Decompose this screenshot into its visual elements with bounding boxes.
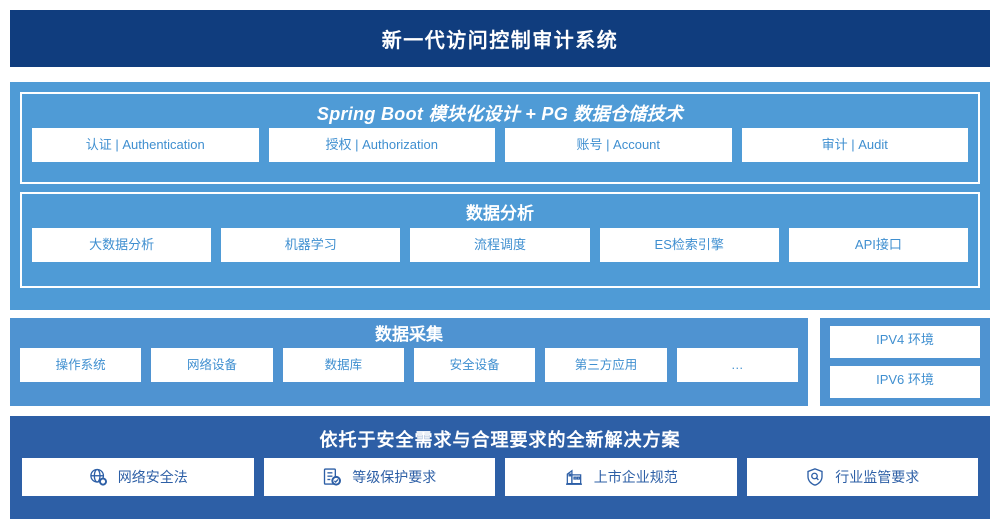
chip-api-interface[interactable]: API接口 [788, 228, 969, 262]
data-collection-chip-row: 操作系统 网络设备 数据库 安全设备 第三方应用 … [20, 348, 798, 382]
data-analysis-chip-row: 大数据分析 机器学习 流程调度 ES检索引擎 API接口 [32, 228, 969, 262]
springboot-chip-row: 认证 | Authentication 授权 | Authorization 账… [32, 128, 968, 162]
chip-database[interactable]: 数据库 [282, 348, 404, 382]
page-title: 新一代访问控制审计系统 [381, 30, 619, 52]
chip-cybersecurity-law[interactable]: 网络安全法 [22, 458, 254, 496]
chip-es-search-engine[interactable]: ES检索引擎 [599, 228, 779, 262]
chip-listed-company-standard[interactable]: 上市企业规范 [505, 458, 737, 496]
chip-ipv6-environment[interactable]: IPV6 环境 [830, 366, 980, 398]
solution-title: 依托于安全需求与合理要求的全新解决方案 [319, 430, 681, 450]
ip-environment-panel: IPV4 环境 IPV6 环境 [820, 318, 990, 406]
data-collection-title: 数据采集 [375, 325, 443, 344]
chip-label: 上市企业规范 [593, 469, 678, 485]
chip-third-party-app[interactable]: 第三方应用 [545, 348, 667, 382]
chip-operating-system[interactable]: 操作系统 [20, 348, 142, 382]
shield-search-icon [805, 467, 825, 487]
solution-chip-row: 网络安全法 等级保护要求 [22, 458, 978, 496]
data-collection-panel: 数据采集 操作系统 网络设备 数据库 安全设备 第三方应用 … [10, 318, 808, 406]
globe-shield-icon [88, 467, 108, 487]
platform-panel: Spring Boot 模块化设计 + PG 数据仓储技术 认证 | Authe… [10, 82, 990, 310]
chip-label: 行业监管要求 [835, 469, 920, 485]
chip-audit[interactable]: 审计 | Audit [741, 128, 968, 162]
chip-machine-learning[interactable]: 机器学习 [221, 228, 401, 262]
chip-industry-regulation[interactable]: 行业监管要求 [746, 458, 978, 496]
building-icon [564, 467, 584, 487]
chip-classified-protection[interactable]: 等级保护要求 [263, 458, 495, 496]
header-bar: 新一代访问控制审计系统 [10, 10, 990, 67]
data-analysis-group: 数据分析 大数据分析 机器学习 流程调度 ES检索引擎 API接口 [20, 192, 980, 288]
chip-network-device[interactable]: 网络设备 [151, 348, 273, 382]
chip-label: 等级保护要求 [352, 469, 437, 485]
data-analysis-group-title: 数据分析 [466, 204, 534, 223]
chip-authentication[interactable]: 认证 | Authentication [32, 128, 259, 162]
chip-authorization[interactable]: 授权 | Authorization [268, 128, 495, 162]
springboot-group: Spring Boot 模块化设计 + PG 数据仓储技术 认证 | Authe… [20, 92, 980, 184]
chip-account[interactable]: 账号 | Account [505, 128, 732, 162]
chip-label: 网络安全法 [117, 469, 188, 485]
solution-panel: 依托于安全需求与合理要求的全新解决方案 网络安全法 [10, 416, 990, 519]
chip-ipv4-environment[interactable]: IPV4 环境 [830, 326, 980, 358]
chip-big-data-analysis[interactable]: 大数据分析 [32, 228, 212, 262]
clipboard-check-icon [322, 467, 342, 487]
chip-more-ellipsis[interactable]: … [676, 348, 798, 382]
chip-security-device[interactable]: 安全设备 [413, 348, 536, 382]
springboot-group-title: Spring Boot 模块化设计 + PG 数据仓储技术 [316, 104, 684, 124]
chip-process-scheduling[interactable]: 流程调度 [410, 228, 590, 262]
